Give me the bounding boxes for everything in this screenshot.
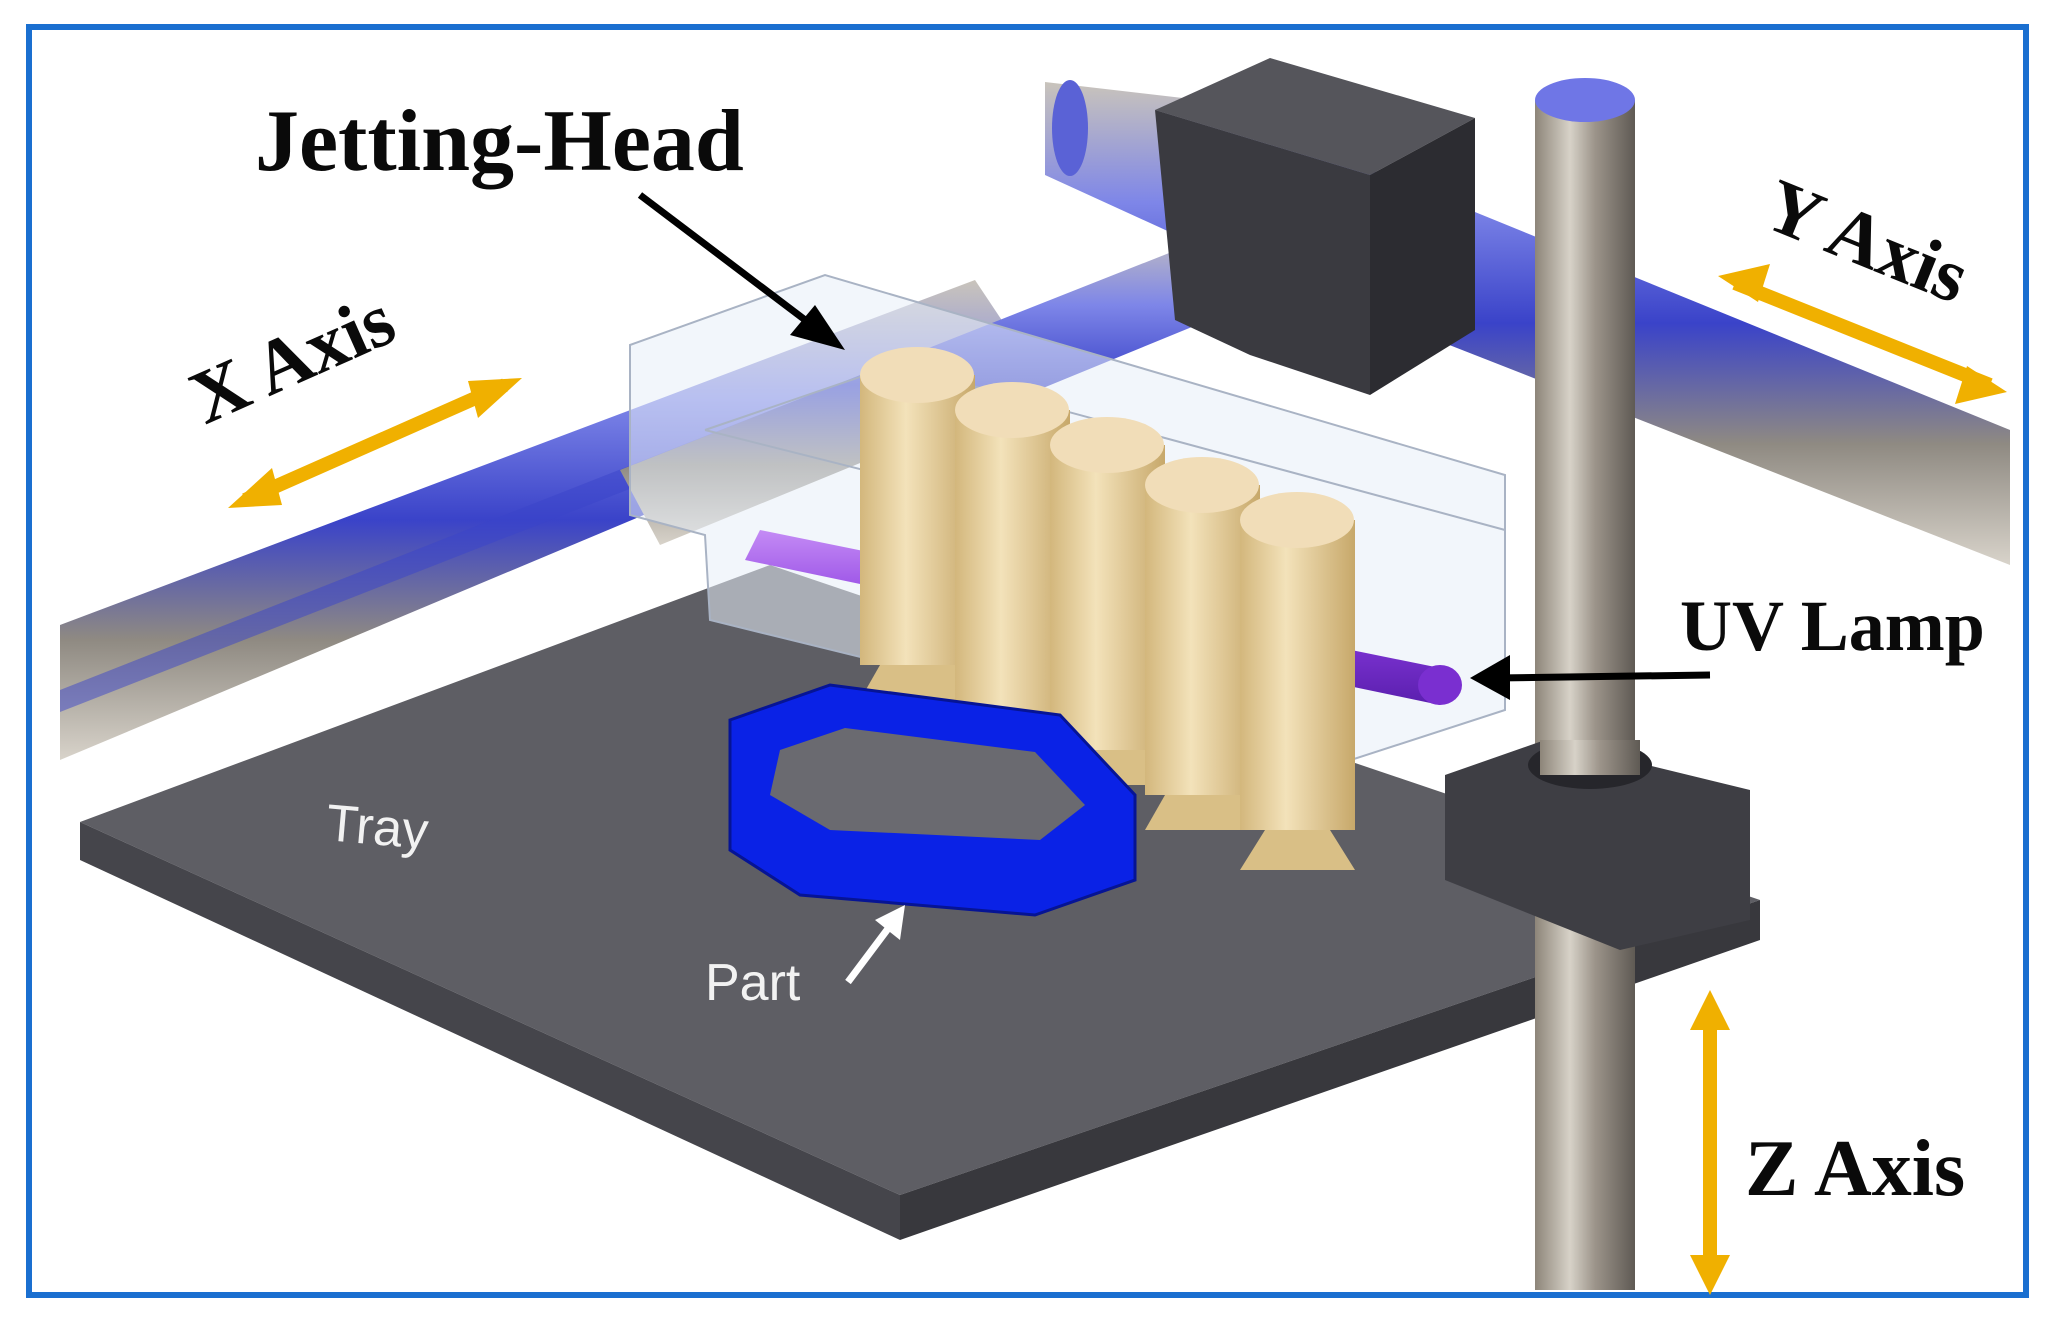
jetting-head-label: Jetting-Head	[255, 93, 744, 190]
jetting-head-pointer-arrow	[637, 192, 845, 350]
uv-lamp-label: UV Lamp	[1680, 586, 1985, 666]
cartridge	[1240, 492, 1355, 870]
pole-clamp	[1445, 740, 1750, 950]
tray-label: Tray	[324, 794, 431, 861]
gantry-block	[1155, 58, 1475, 395]
ink-cartridges	[860, 347, 1355, 870]
z-axis-label: Z Axis	[1745, 1125, 1965, 1213]
z-axis-arrow	[1690, 990, 1730, 1295]
uv-lamp-pointer-arrow	[1470, 655, 1711, 700]
part-label: Part	[705, 954, 801, 1012]
part-pointer-arrow	[845, 905, 905, 985]
x-axis-arrow	[228, 378, 522, 508]
y-axis-arrow	[1718, 264, 2007, 404]
printed-part	[728, 683, 1137, 917]
z-axis-pole	[1535, 78, 1635, 1290]
